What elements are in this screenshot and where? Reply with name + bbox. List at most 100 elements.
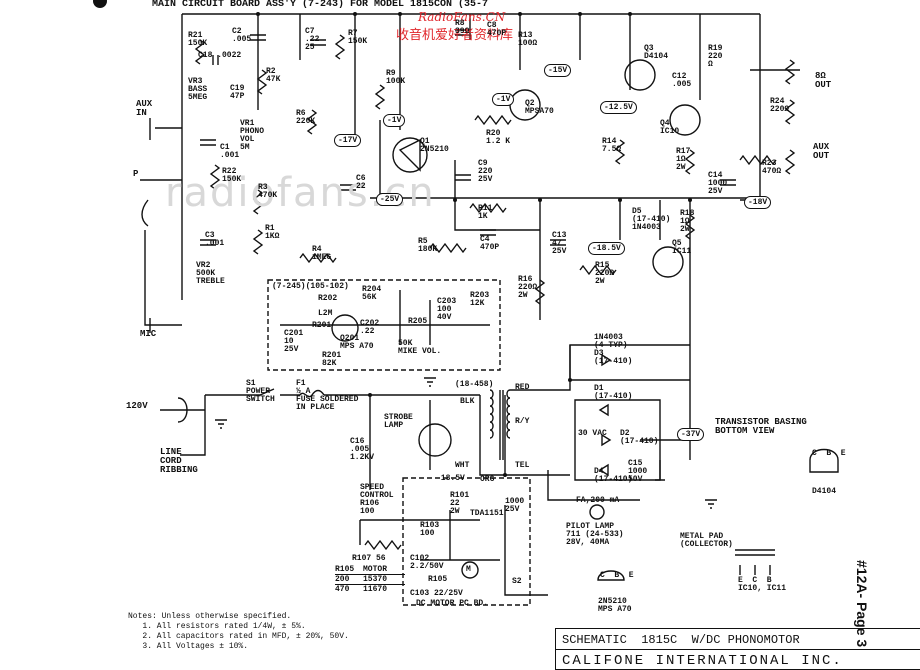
q1-label: Q1 2N5210 — [420, 137, 449, 154]
voltage-badge: -25V — [376, 193, 404, 206]
motor-table-header: R105 — [335, 565, 355, 574]
c201-label: C201 10 25V — [284, 329, 304, 354]
motor-board-label: DC MOTOR PC BD. — [416, 599, 489, 608]
line-cord-label: LINE CORD RIBBING — [160, 447, 198, 475]
title-line-2: CALIFONE INTERNATIONAL INC. — [562, 653, 843, 669]
red-lead-label: RED — [515, 383, 530, 392]
c2-label: C2 .005 — [232, 27, 252, 44]
vr1-label: VR1 PHONO VOL 5M — [240, 119, 265, 152]
on-label: ON (35-7 — [440, 0, 489, 10]
c203-label: C203 100 40V — [437, 297, 457, 322]
voltage-badge: -18V — [744, 196, 772, 209]
board-title: MAIN CIRCUIT BOARD ASS'Y (7-243) FOR MOD… — [152, 0, 441, 10]
basing-metal-pad: METAL PAD (COLLECTOR) — [680, 532, 733, 549]
vr3-label: VR3 BASS 5MEG — [188, 77, 208, 102]
r205-label: R205 — [408, 317, 428, 326]
title-block: SCHEMATIC 1815C W/DC PHONOMOTOR CALIFONE… — [555, 628, 920, 670]
c101-label: 1000 25V — [505, 497, 525, 514]
wht-lead-label: WHT — [455, 461, 470, 470]
title-line-1: SCHEMATIC 1815C W/DC PHONOMOTOR — [562, 633, 800, 647]
vr2-label: VR2 500K TREBLE — [196, 261, 225, 286]
phono-input-label: P — [133, 169, 139, 179]
d3-note-label: 1N4003 (4 TYP) — [594, 333, 628, 350]
r7-label: R7 150K — [348, 29, 368, 46]
registration-dot — [93, 0, 107, 8]
motor-table-cell: 11670 — [363, 585, 388, 594]
d5-label: D5 (17-410) 1N4003 — [632, 207, 671, 232]
motor-table-cell: 15370 — [363, 575, 388, 584]
watermark-site: RadioFans.CN — [418, 10, 506, 24]
page-id: #12A- Page 3 — [854, 560, 870, 648]
c3-label: C3 .001 — [205, 231, 225, 248]
r5-label: R5 180K — [418, 237, 438, 254]
voltage-badge: -17V — [334, 134, 362, 147]
mike-vol-label: 50K MIKE VOL. — [398, 339, 442, 356]
c18-label: C18 .0022 — [198, 51, 242, 60]
vac-label: 30 VAC — [578, 429, 607, 438]
watermark-cn: 收音机爱好者资料库 — [396, 28, 514, 43]
fa-fuse-label: FA,200 mA — [576, 496, 620, 505]
voltage-badge: -1V — [383, 114, 406, 127]
tel-lead-label: TEL — [515, 461, 530, 470]
speed-control-label: SPEED CONTROL R106 100 — [360, 483, 394, 516]
voltage-badge: -37V — [677, 428, 705, 441]
c14-label: C14 1000 25V — [708, 171, 728, 196]
r20-label: R20 1.2 K — [486, 129, 511, 146]
r15-label: R15 220Ω 2W — [595, 261, 615, 286]
r8-label: R8 39Ω — [455, 19, 470, 36]
motor-label: M — [466, 565, 471, 574]
r103-label: R103 100 — [420, 521, 440, 538]
c4-label: C4 470P — [480, 235, 500, 252]
org-lead-label: ORG — [480, 475, 495, 484]
ry-lead-label: R/Y — [515, 417, 530, 426]
voltage-badge: -15V — [544, 64, 572, 77]
r202-label: R202 — [318, 294, 338, 303]
aux-in-label: AUX IN — [136, 99, 153, 118]
strobe-lamp-label: STROBE LAMP — [384, 413, 413, 430]
r14-label: R14 7.5Ω — [602, 137, 622, 154]
r6-label: R6 220K — [296, 109, 316, 126]
r2-label: R2 47K — [266, 67, 281, 84]
q5-label: Q5 IC11 — [672, 239, 692, 256]
r22-label: R22 150K — [222, 167, 242, 184]
aux-out-label: AUX OUT — [813, 142, 830, 161]
r101-label: R101 22 2W — [450, 491, 470, 516]
r17-label: R17 1Ω 2W — [676, 147, 691, 172]
s1-label: S1 POWER SWITCH — [246, 379, 275, 404]
r4-label: R4 1MEG — [312, 245, 332, 262]
q201-label: Q201 MPS A70 — [340, 334, 374, 351]
q3-label: Q3 D4104 — [644, 44, 669, 61]
speaker-out-label: 8Ω OUT — [815, 71, 832, 90]
r107-label: R107 56 — [352, 554, 386, 563]
r9-label: R9 100K — [386, 69, 406, 86]
r13-label: R13 100Ω — [518, 31, 538, 48]
c13-label: C13 47 25V — [552, 231, 567, 256]
basing-title: TRANSISTOR BASING BOTTOM VIEW — [715, 417, 807, 436]
d4-label: D4 (17-410) — [594, 467, 633, 484]
c16-label: C16 .005 1.2KV — [350, 437, 375, 462]
c202-label: C202 .22 — [360, 319, 380, 336]
q2-label: Q2 MPSA70 — [525, 99, 554, 116]
blk-lead-label: BLK — [460, 397, 475, 406]
r1-label: R1 1KΩ — [265, 224, 280, 241]
pilot-lamp-label: PILOT LAMP 711 (24-533) 28V, 40MA — [566, 522, 624, 547]
c9-label: C9 220 25V — [478, 159, 493, 184]
c7-label: C7 .22 25 — [305, 27, 320, 52]
s2-label: S2 — [512, 577, 522, 586]
c19-label: C19 47P — [230, 84, 245, 101]
q4-label: Q4 IC10 — [660, 119, 680, 136]
voltage-badge: -12.5V — [600, 101, 637, 114]
r23-label: R23 470Ω — [762, 159, 782, 176]
basing-ic: E C B IC10, IC11 — [738, 576, 787, 593]
mic-input-label: MIC — [140, 329, 157, 339]
v18-label: -18.5V — [436, 474, 465, 483]
mic-board-label: (7-245)(105-102) — [272, 282, 349, 291]
tda-label: TDA1151 — [470, 509, 504, 518]
line-voltage-label: 120V — [126, 401, 148, 411]
notes: Notes: Unless otherwise specified. 1. Al… — [128, 612, 349, 651]
c6-label: C6 22 — [356, 174, 366, 191]
f1-label: F1 ½ A FUSE SOLDERED IN PLACE — [296, 379, 359, 412]
l2m-label: L2M — [318, 309, 333, 318]
basing-pins-top: C B E — [812, 449, 846, 458]
motor-table: R105 MOTOR 200 15370 470 11670 — [335, 565, 405, 594]
